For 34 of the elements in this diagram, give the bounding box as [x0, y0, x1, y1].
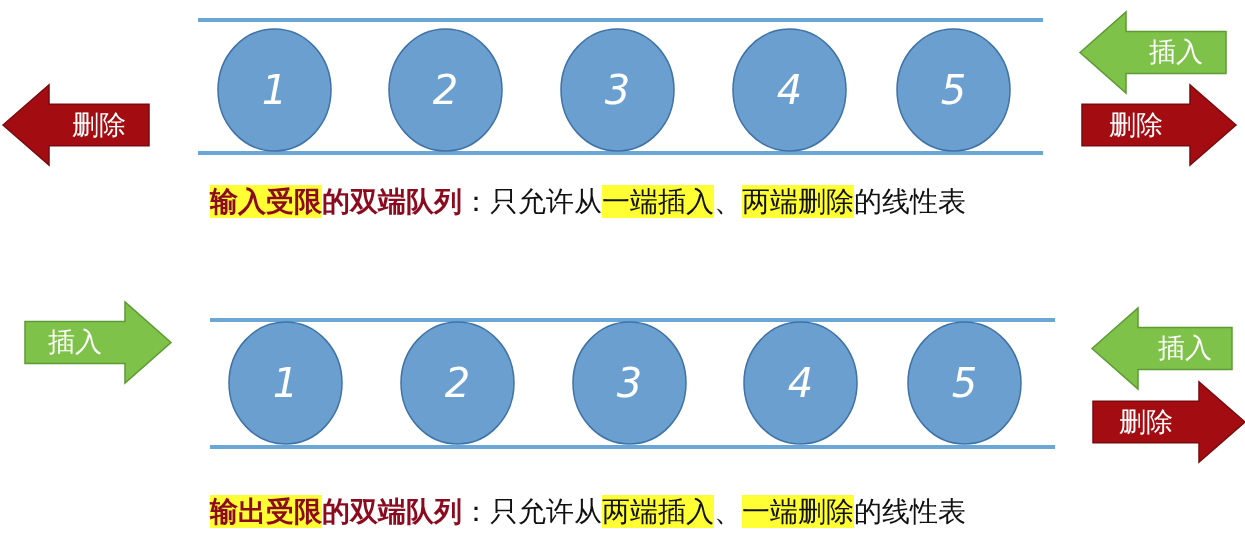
operation-label: 删除	[1118, 405, 1174, 439]
operation-label: 删除	[1108, 108, 1164, 142]
queue-element-circle	[743, 321, 858, 445]
left-arrow-shape	[1080, 12, 1226, 93]
left-arrow-shape	[3, 85, 149, 165]
queue-element-circle	[572, 321, 687, 445]
operation-label: 删除	[71, 108, 127, 142]
definition-sentence: 输入受限的双端队列：只允许从一端插入、两端删除的线性表	[210, 184, 966, 220]
definition-sentence: 输出受限的双端队列：只允许从两端插入、一端删除的线性表	[210, 494, 966, 530]
queue-element-circle	[388, 28, 503, 152]
queue-element-circle	[217, 28, 332, 152]
element-number: 4	[775, 66, 804, 115]
queue-element-circle	[400, 321, 515, 445]
element-number: 5	[939, 66, 968, 115]
right-arrow-shape	[1082, 85, 1236, 165]
queue-element-circle	[228, 321, 343, 445]
right-arrow-shape	[1093, 382, 1245, 462]
operation-label: 插入	[1157, 331, 1213, 366]
operation-label: 插入	[1148, 35, 1204, 70]
queue-element-circle	[907, 321, 1022, 445]
element-number: 1	[260, 66, 289, 115]
element-number: 2	[431, 66, 460, 115]
element-number: 4	[786, 359, 815, 408]
right-arrow-shape	[25, 302, 171, 383]
element-number: 5	[950, 359, 979, 408]
operation-label: 插入	[47, 325, 103, 360]
queue-element-circle	[732, 28, 847, 152]
left-arrow-shape	[1092, 308, 1232, 389]
queue-element-circle	[896, 28, 1011, 152]
element-number: 1	[271, 359, 300, 408]
element-number: 2	[443, 359, 472, 408]
element-number: 3	[603, 66, 632, 115]
element-number: 3	[615, 359, 644, 408]
queue-element-circle	[560, 28, 675, 152]
